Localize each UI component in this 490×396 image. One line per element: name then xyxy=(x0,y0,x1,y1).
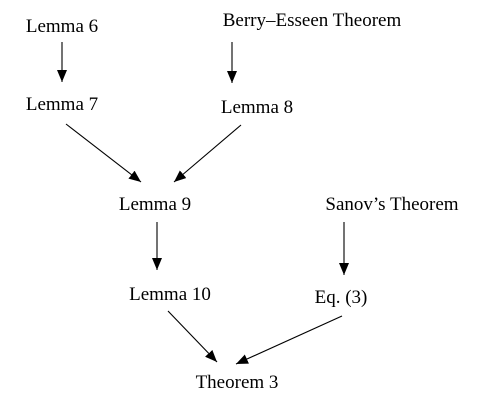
edge-lemma10-to-theorem3 xyxy=(167,310,218,363)
node-sanovs-theorem: Sanov’s Theorem xyxy=(325,194,458,215)
node-lemma8: Lemma 8 xyxy=(221,97,293,118)
node-theorem3: Theorem 3 xyxy=(196,372,279,393)
node-eq3: Eq. (3) xyxy=(315,287,368,308)
edge-lemma8-to-lemma9 xyxy=(173,124,242,183)
node-lemma7: Lemma 7 xyxy=(26,94,98,115)
edge-eq3-to-theorem3 xyxy=(235,315,343,365)
nodes: Lemma 6 Berry–Esseen Theorem Lemma 7 Lem… xyxy=(26,10,459,393)
node-lemma9: Lemma 9 xyxy=(119,194,191,215)
node-lemma10: Lemma 10 xyxy=(129,284,211,305)
edge-lemma7-to-lemma9 xyxy=(65,123,142,183)
edges xyxy=(57,42,349,365)
node-lemma6: Lemma 6 xyxy=(26,16,98,37)
node-berry-esseen-theorem: Berry–Esseen Theorem xyxy=(223,10,402,31)
